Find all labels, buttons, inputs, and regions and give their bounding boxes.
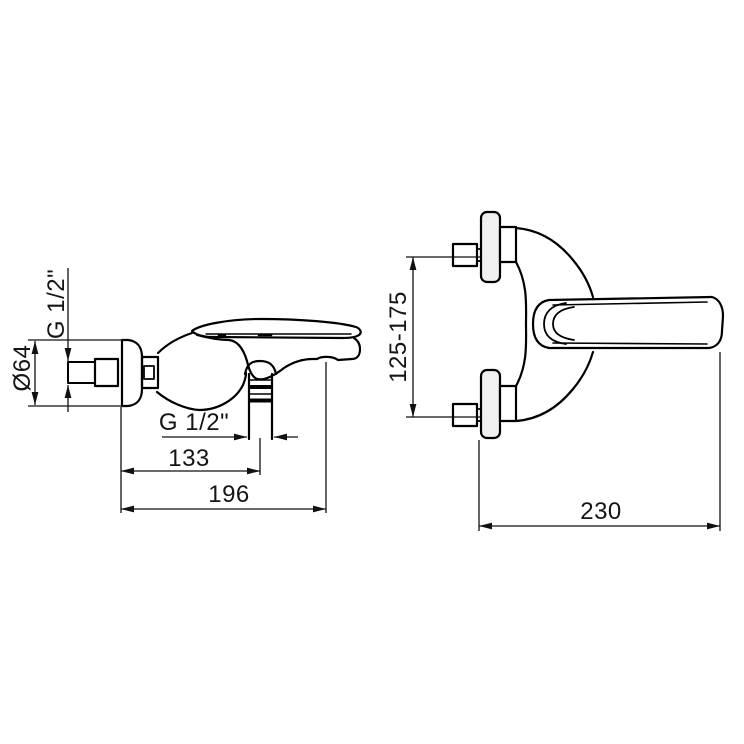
- front-top-nut: [451, 242, 479, 268]
- front-handle-cap-arc-mid: [543, 302, 567, 345]
- front-handle-cap-arc-inner: [552, 306, 575, 341]
- label-flange-diameter: Ø64: [9, 344, 36, 392]
- side-inlet-nut: [93, 357, 120, 388]
- front-top-hub: [498, 225, 518, 264]
- label-outlet-thread: G 1/2": [158, 409, 230, 436]
- front-bottom-nut: [451, 402, 479, 428]
- side-connector-nut: [140, 355, 160, 390]
- side-view: [67, 317, 362, 441]
- front-view-dimensions: [406, 256, 721, 531]
- label-dimension-133: 133: [168, 445, 210, 472]
- side-body-upper-curve: [156, 331, 194, 355]
- side-body-lower-lobe: [155, 371, 248, 412]
- front-view: [451, 210, 725, 440]
- front-top-flange: [479, 210, 502, 284]
- side-connector-detail: [143, 365, 155, 380]
- label-dimension-196: 196: [208, 481, 250, 508]
- front-body-bottom-edge: [514, 350, 595, 423]
- label-mounting-centers: 125-175: [385, 291, 412, 383]
- front-handle-inner-top: [552, 301, 708, 306]
- side-handle: [190, 317, 362, 340]
- side-view-dimensions: [28, 268, 327, 513]
- front-bottom-hub: [498, 384, 518, 423]
- side-body-spout-underside: [195, 333, 362, 381]
- front-body-top-edge: [514, 226, 595, 299]
- label-dimension-230: 230: [580, 498, 622, 525]
- front-body-left-edge: [514, 260, 528, 388]
- front-handle-inner-bottom: [552, 342, 708, 345]
- side-outlet-collar: [243, 359, 278, 376]
- label-inlet-thread: G 1/2": [43, 268, 70, 340]
- front-bottom-flange: [479, 368, 502, 440]
- side-wall-flange: [120, 338, 144, 408]
- side-inlet-pipe: [67, 361, 96, 384]
- front-handle-outline: [531, 295, 725, 350]
